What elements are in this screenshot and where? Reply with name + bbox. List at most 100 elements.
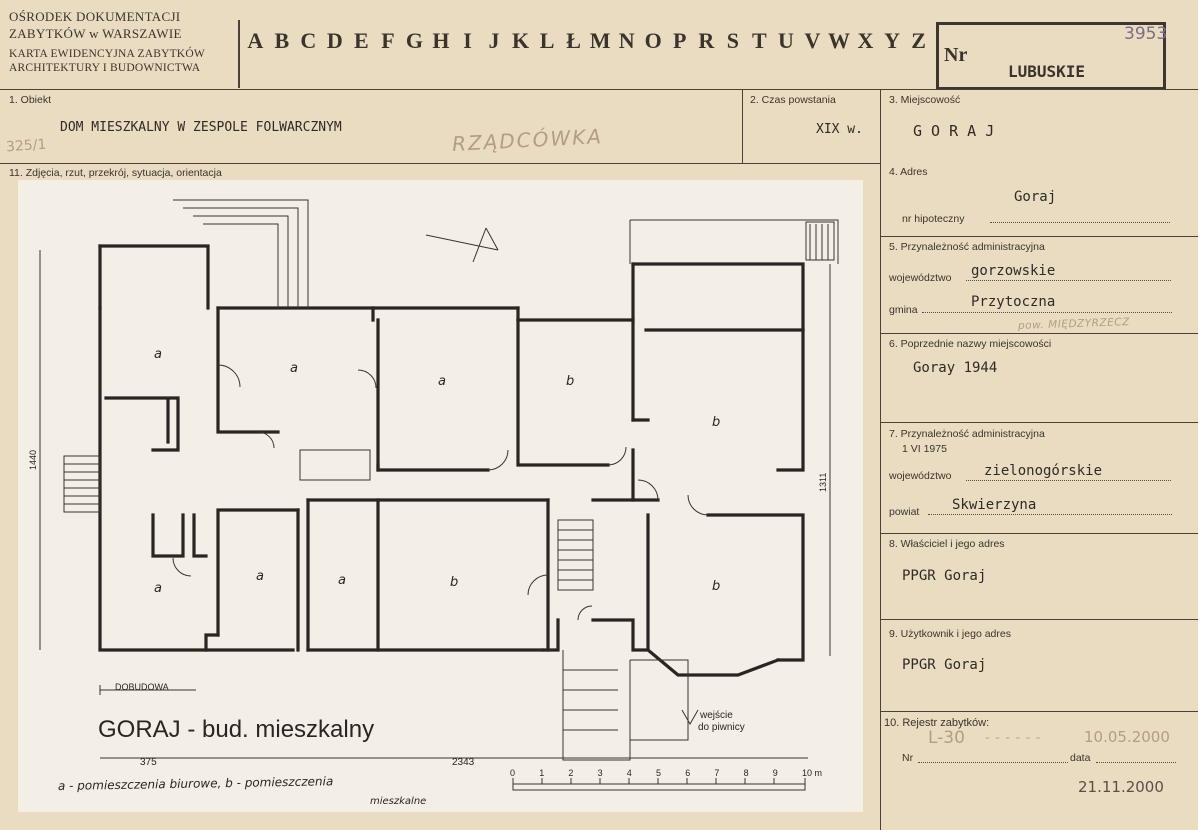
powiat-value: Skwierzyna	[952, 497, 1037, 513]
scale-tick-label: 10 m	[802, 768, 822, 778]
rejestr-nr-hand: L-30	[928, 728, 965, 748]
alphabet-letter: L	[539, 28, 555, 53]
alphabet-letter: E	[354, 28, 369, 53]
woj-value: gorzowskie	[971, 263, 1056, 279]
alphabet-letter: J	[488, 28, 500, 53]
room-label-a: a	[338, 573, 346, 588]
poprzednie-value: Goray 1944	[913, 360, 998, 376]
room-label-a: a	[256, 569, 264, 584]
hipoteczny-label: nr hipoteczny	[902, 213, 965, 225]
miejscowosc-label: 3. Miejscowość	[889, 94, 961, 106]
alphabet-letter: Z	[911, 28, 926, 53]
czas-label: 2. Czas powstania	[750, 94, 836, 106]
nr-handwritten: 3953	[1124, 24, 1168, 44]
uzytkownik-value: PPGR Goraj	[902, 657, 987, 673]
alphabet-letter: W	[827, 28, 850, 53]
alphabet-letter: S	[726, 28, 739, 53]
adres-value: Goraj	[1014, 189, 1057, 205]
wlasciciel-label: 8. Właściciel i jego adres	[889, 538, 1005, 550]
obiekt-handwritten: RZĄDCÓWKA	[451, 124, 604, 156]
przyn75-label: 7. Przynależność administracyjna	[889, 428, 1045, 440]
alphabet-letter: V	[804, 28, 821, 53]
przyn75-date: 1 VI 1975	[902, 443, 947, 455]
dim-height-left: 1440	[28, 450, 38, 470]
header-divider	[238, 20, 240, 88]
alphabet-letter: O	[644, 28, 662, 53]
obiekt-label: 1. Obiekt	[9, 94, 52, 106]
scale-tick-label: 8	[744, 768, 749, 778]
alphabet-letter: T	[752, 28, 767, 53]
org-line-1: OŚRODEK DOKUMENTACJI	[9, 9, 181, 24]
woj75-label: województwo	[889, 470, 952, 482]
alphabet-letter: X	[857, 28, 874, 53]
obiekt-value: DOM MIESZKALNY W ZESPOLE FOLWARCZNYM	[60, 120, 342, 135]
rejestr-nr-label: Nr	[902, 752, 914, 764]
room-label-b: b	[712, 579, 720, 594]
dim-main: 2343	[452, 757, 475, 768]
gmina-value: Przytoczna	[971, 294, 1056, 310]
legend-line-1: a - pomieszczenia biurowe, b - pomieszcz…	[58, 774, 334, 793]
region-stamp: LUBUSKIE	[1008, 62, 1086, 81]
gmina-label: gmina	[889, 304, 918, 316]
floor-plan-photo: a a a a a a b b b b 1440 1311 DOBUDOWA 3…	[18, 180, 863, 812]
alphabet-letter: H	[432, 28, 450, 53]
legend-line-2: mieszkalne	[370, 796, 426, 807]
scale-tick-label: 4	[627, 768, 632, 778]
scale-tick-label: 0	[510, 768, 515, 778]
scale-tick-label: 1	[539, 768, 544, 778]
alphabet-letter: I	[463, 28, 472, 53]
rejestr-label: 10. Rejestr zabytków:	[884, 717, 990, 729]
powiat-label: powiat	[889, 506, 920, 518]
rejestr-data-label: data	[1070, 752, 1091, 764]
room-label-b: b	[450, 575, 458, 590]
alphabet-letter: B	[274, 28, 290, 53]
room-label-a: a	[154, 581, 162, 596]
rejestr-date-hand: 10.05.2000	[1084, 728, 1170, 746]
obiekt-code: 325/1	[5, 136, 47, 156]
alphabet-letter: C	[300, 28, 317, 53]
dim-height-right: 1311	[818, 473, 828, 492]
room-label-a: a	[154, 347, 162, 362]
uzytkownik-label: 9. Użytkownik i jego adres	[889, 628, 1011, 640]
gmina-handwritten: pow. MIĘDZYRZECZ	[1017, 316, 1130, 332]
alphabet-letter: R	[698, 28, 715, 53]
scale-tick-label: 2	[568, 768, 573, 778]
alphabet-letter: P	[673, 28, 687, 53]
alphabet-letter: F	[381, 28, 395, 53]
przyn-label: 5. Przynależność administracyjna	[889, 241, 1045, 253]
scale-tick-label: 3	[598, 768, 603, 778]
rejestr-date2-hand: 21.11.2000	[1078, 778, 1164, 796]
room-label-b: b	[712, 415, 720, 430]
alphabet-letter: Y	[884, 28, 900, 53]
alphabet-letter: D	[326, 28, 343, 53]
entrance-label-2: do piwnicy	[698, 722, 745, 733]
alphabet-letter: U	[777, 28, 794, 53]
room-label-a: a	[438, 374, 446, 389]
scale-tick-label: 7	[714, 768, 719, 778]
scale-tick-label: 9	[773, 768, 778, 778]
nr-stamp-box	[936, 22, 1166, 90]
alphabet-letter: Ł	[566, 28, 581, 53]
woj-label: województwo	[889, 272, 952, 284]
zdjecia-label: 11. Zdjęcia, rzut, przekrój, sytuacja, o…	[9, 167, 222, 179]
scale-tick-label: 6	[685, 768, 690, 778]
miejscowosc-value: G O R A J	[913, 122, 995, 140]
entrance-label-1: wejście	[699, 710, 733, 721]
dim-left: 375	[140, 757, 157, 768]
nr-label: Nr	[944, 44, 968, 66]
poprzednie-label: 6. Poprzednie nazwy miejscowości	[889, 338, 1052, 350]
org-line-2: ZABYTKÓW w WARSZAWIE	[9, 26, 182, 41]
room-label-a: a	[290, 361, 298, 376]
wlasciciel-value: PPGR Goraj	[902, 568, 987, 584]
alphabet-letter: K	[512, 28, 530, 53]
alphabet-letter: M	[589, 28, 611, 53]
woj75-value: zielonogórskie	[984, 463, 1103, 479]
room-label-b: b	[566, 374, 574, 389]
alphabet-letter: A	[247, 28, 264, 53]
card-line-1: KARTA EWIDENCYJNA ZABYTKÓW	[9, 48, 205, 60]
card-line-2: ARCHITEKTURY I BUDOWNICTWA	[9, 62, 201, 74]
czas-value: XIX w.	[816, 122, 863, 137]
adres-label: 4. Adres	[889, 166, 928, 178]
